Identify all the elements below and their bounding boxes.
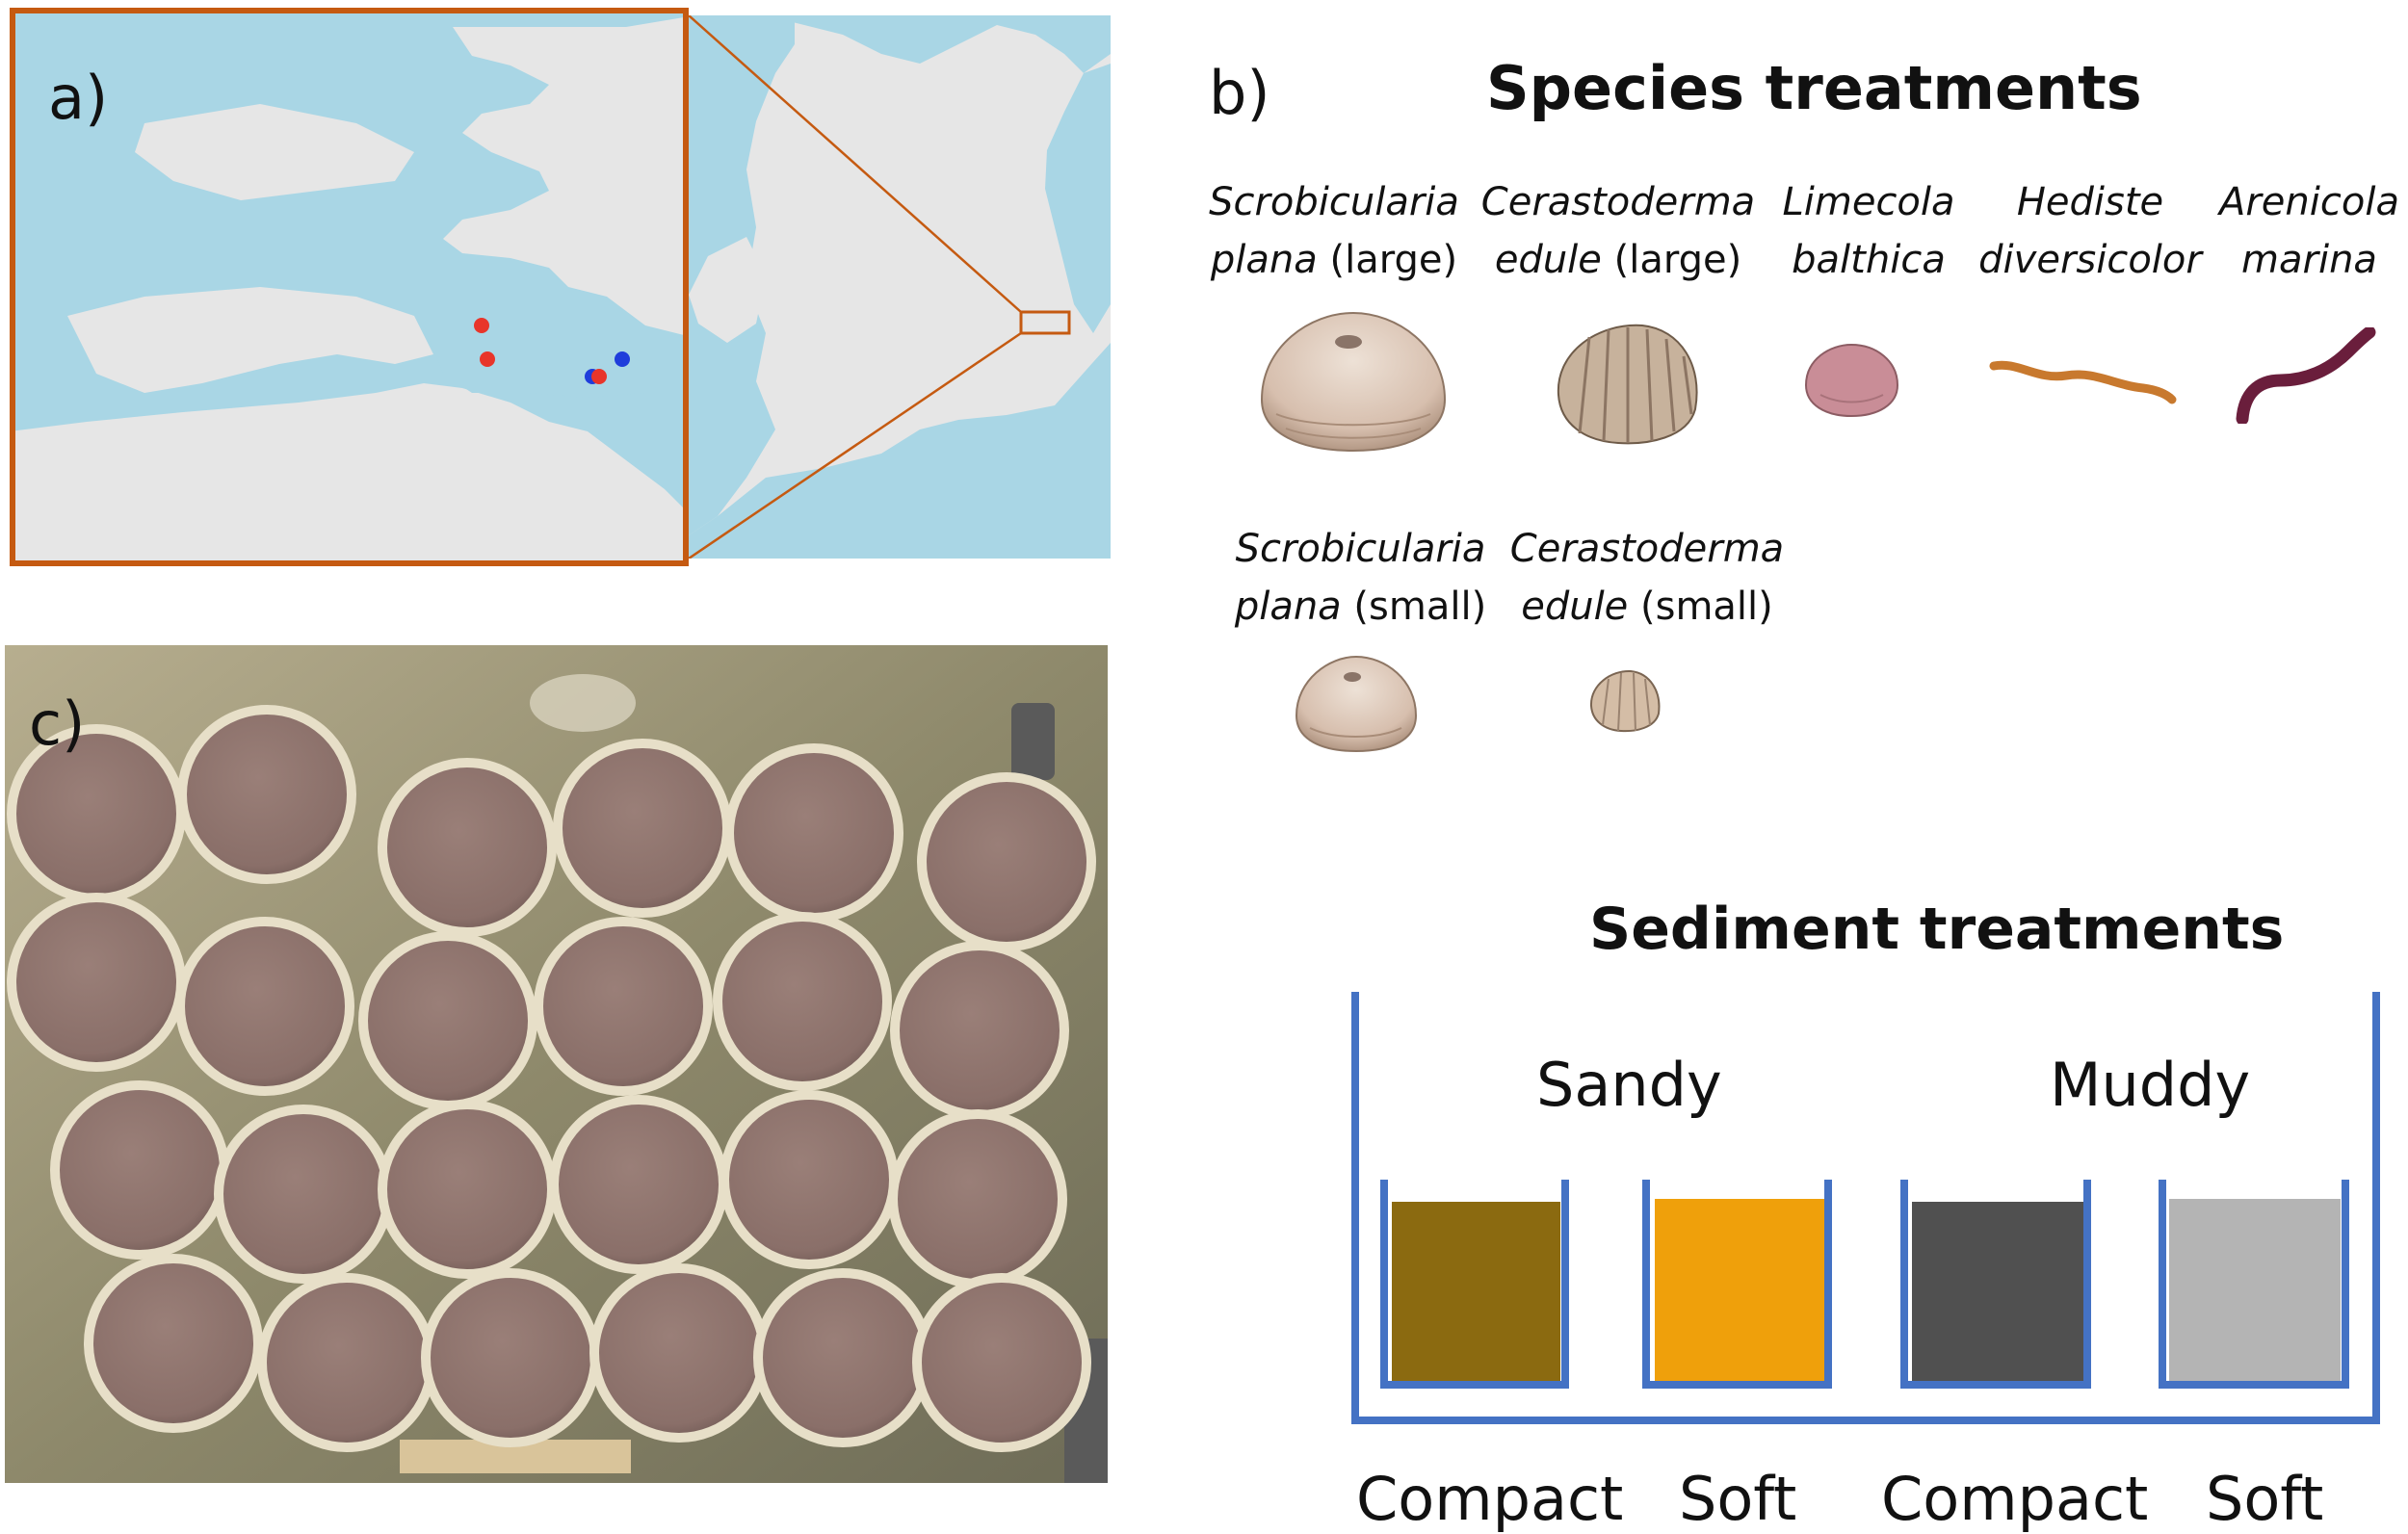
panel-a-label: a) [48,63,109,133]
sampling-sites [474,318,630,384]
sediment-title: Sediment treatments [1589,896,2285,963]
ragworm-icon [1989,360,2177,404]
overview-map [689,15,1111,559]
large-clam-icon [1260,311,1447,453]
container-label-1: Compact [1356,1464,1624,1534]
species-name-7: Cerastoderma edule (small) [1509,527,1785,629]
lugworm-icon [2236,327,2376,424]
species-name-1: Scrobicularia plana (large) [1209,180,1459,282]
mesocosm-cores-photo [5,645,1108,1483]
container-label-2: Soft [1679,1464,1797,1534]
species-name-2: Cerastoderma edule (large) [1480,180,1756,282]
container-label-3: Compact [1881,1464,2149,1534]
small-pink-clam-icon [1804,343,1899,418]
species-name-6: Scrobicularia plana (small) [1234,527,1487,629]
small-cockle-icon [1589,669,1661,733]
small-clam-icon [1295,655,1418,753]
species-name-5: Arenicola marina [2219,180,2399,282]
panel-b-label: b) [1209,58,1270,128]
species-title: Species treatments [1486,53,2142,123]
large-cockle-icon [1557,324,1698,445]
container-label-4: Soft [2206,1464,2324,1534]
panel-c-label: c) [29,689,86,759]
muddy-label: Muddy [2050,1050,2251,1120]
species-name-4: Hediste diversicolor [1978,180,2202,282]
species-name-3: Limecola balthica [1782,180,1955,282]
core-grid [7,705,1096,1452]
sediment-diagram [1351,992,2380,1424]
inset-map [10,8,689,566]
sandy-label: Sandy [1536,1050,1722,1120]
